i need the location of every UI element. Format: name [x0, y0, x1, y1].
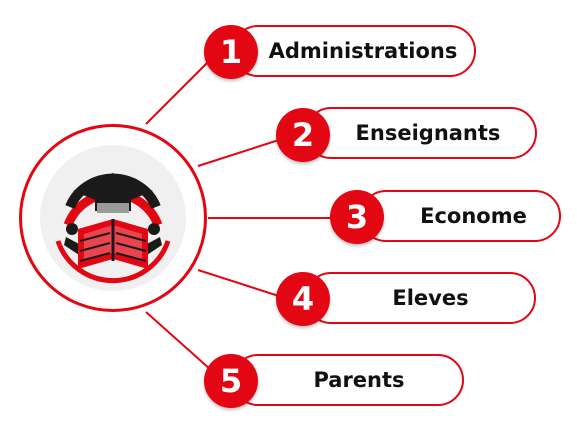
badge-number-5: 5	[204, 354, 258, 408]
label-parents: Parents	[313, 368, 405, 392]
badge-number-4: 4	[276, 272, 330, 326]
connector-line-1	[145, 59, 211, 125]
label-enseignants: Enseignants	[355, 121, 501, 145]
label-administrations: Administrations	[268, 39, 458, 63]
label-econome: Econome	[420, 204, 527, 228]
badge-number-2: 2	[276, 108, 330, 162]
label-eleves: Eleves	[392, 286, 469, 310]
logo-container	[40, 145, 186, 291]
connector-line-4	[197, 269, 286, 299]
pill-eleves[interactable]: Eleves	[305, 272, 536, 324]
pill-parents[interactable]: Parents	[232, 354, 464, 406]
connector-line-2	[197, 137, 286, 167]
pill-econome[interactable]: Econome	[360, 190, 561, 242]
graduation-book-logo-icon	[55, 173, 171, 284]
badge-number-3: 3	[330, 190, 384, 244]
pill-administrations[interactable]: Administrations	[232, 25, 476, 77]
badge-number-1: 1	[204, 25, 258, 79]
pill-enseignants[interactable]: Enseignants	[305, 107, 537, 159]
central-hub	[19, 124, 207, 312]
